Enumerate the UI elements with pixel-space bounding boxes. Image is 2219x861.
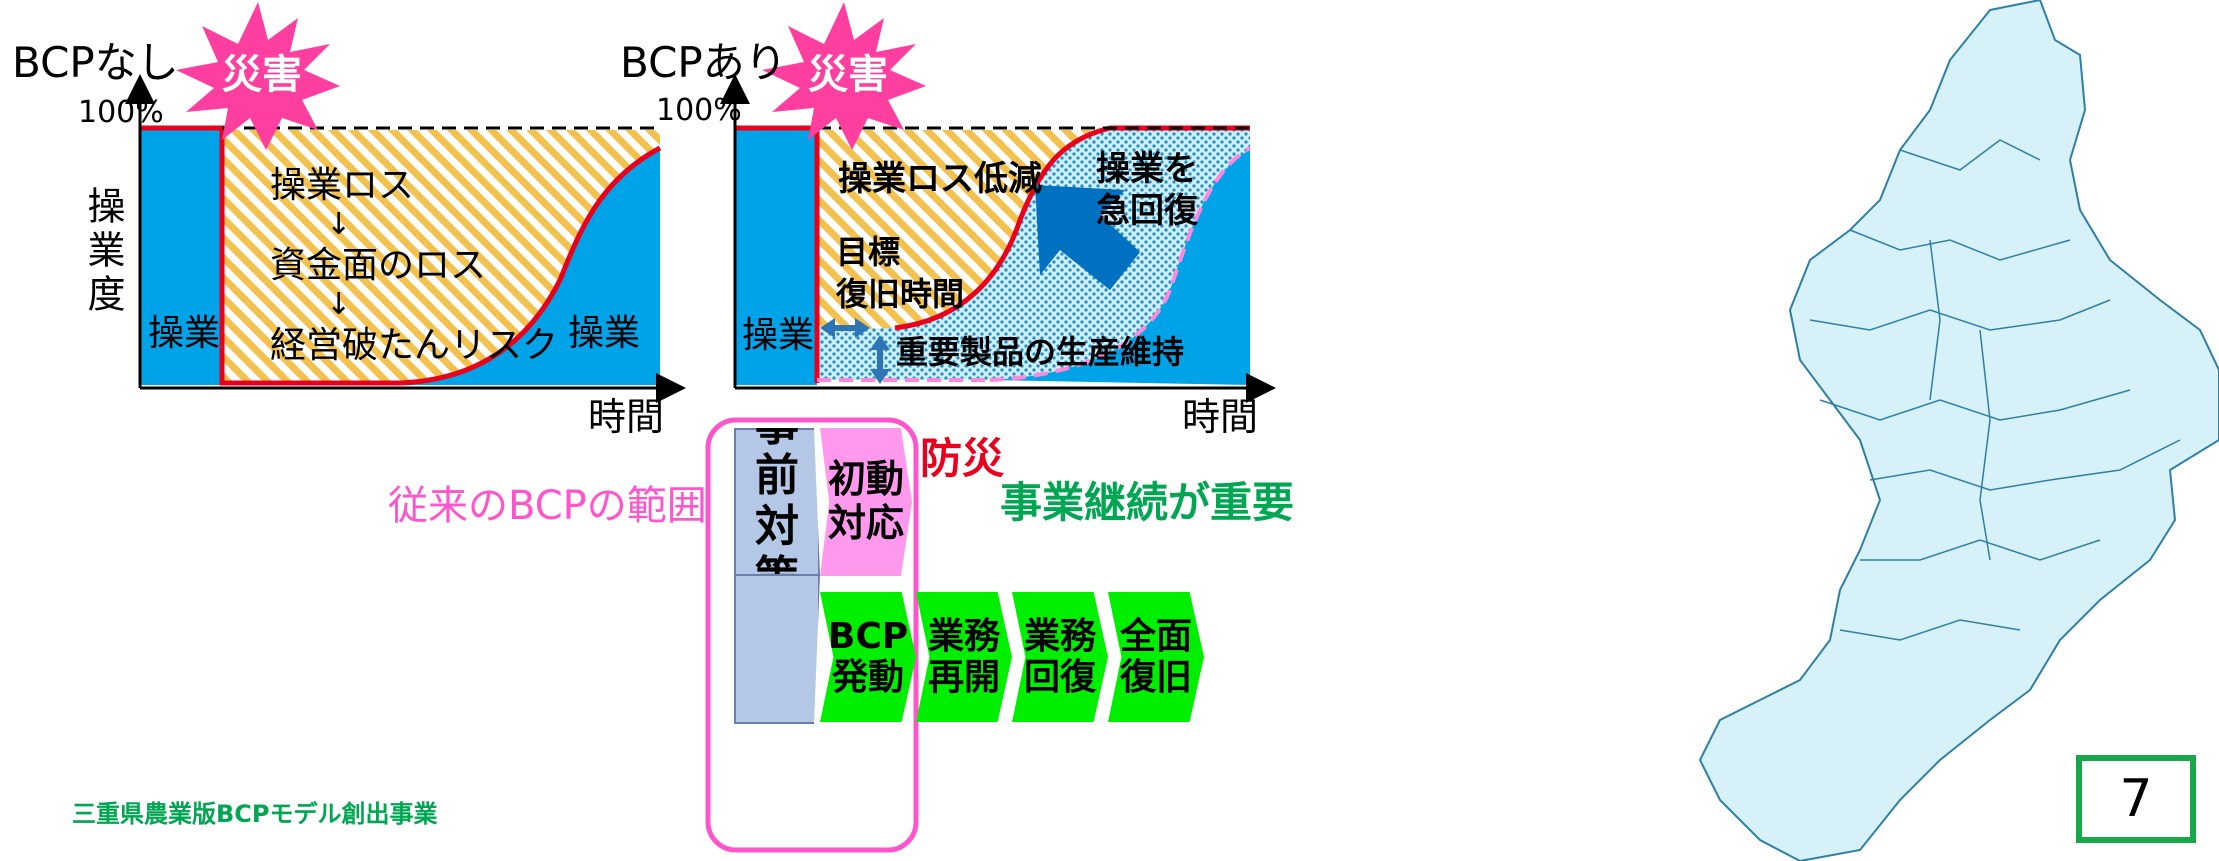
- step-4-line-1: 全面: [1119, 615, 1192, 657]
- right-x-axis-label: 時間: [1182, 395, 1259, 439]
- left-loss-area: [222, 130, 660, 385]
- rapid-label-1: 操業を: [1096, 149, 1198, 189]
- target-label-2: 復旧時間: [836, 275, 965, 313]
- left-x-axis-label: 時間: [588, 395, 665, 439]
- step-1-line-1: BCP: [827, 615, 909, 657]
- disaster-prevention-label: 防災: [920, 434, 1005, 483]
- step-4-line-2: 復旧: [1119, 657, 1192, 698]
- initial-response-block: 初動 対応: [820, 428, 912, 576]
- traditional-scope-box: [705, 417, 919, 853]
- prep-line-2: 対策: [755, 501, 799, 576]
- left-y-axis-label: 操業度: [81, 186, 125, 318]
- step-3-line-2: 回復: [1023, 657, 1096, 698]
- rapid-recovery-arrow: [1035, 185, 1140, 290]
- map-boundaries: [1809, 139, 2181, 641]
- prep-line-1: 事前: [755, 399, 799, 502]
- left-percent-label: 100%: [78, 95, 164, 130]
- right-disaster-label: 災害: [808, 52, 888, 98]
- target-time-arrow: [820, 318, 870, 338]
- left-operation-label-2: 操業: [568, 313, 641, 354]
- right-percent-label: 100%: [656, 93, 742, 128]
- initial-line-2: 対応: [827, 501, 904, 545]
- maintain-label: 重要製品の生産維持: [896, 333, 1185, 371]
- loss-line-3: 経営破たんリスク: [270, 325, 559, 366]
- step-full-restoration: 全面 復旧: [1108, 592, 1204, 722]
- right-operation-label: 操業: [742, 315, 815, 356]
- step-3-line-1: 業務: [1023, 615, 1096, 657]
- step-2-line-1: 業務: [927, 615, 1000, 657]
- left-title: BCPなし: [12, 38, 179, 87]
- right-recovery-area: [990, 150, 1250, 385]
- step-1-line-2: 発動: [831, 657, 904, 698]
- left-disaster-label: 災害: [222, 52, 302, 98]
- step-2-line-2: 再開: [927, 657, 1000, 698]
- prep-block-lower: [734, 574, 820, 724]
- left-disaster-burst: [176, 2, 340, 150]
- left-operation-label: 操業: [148, 313, 221, 354]
- loss-line-1: 操業ロス: [270, 165, 415, 206]
- loss-arrow-2: ↓: [326, 287, 352, 322]
- right-operation-block: [735, 130, 817, 385]
- initial-line-1: 初動: [827, 457, 904, 502]
- project-name: 三重県農業版BCPモデル創出事業: [72, 800, 438, 828]
- maintain-level-arrow: [870, 335, 890, 384]
- left-curve: [140, 125, 662, 386]
- prep-text-overlay: [734, 450, 820, 570]
- loss-line-2: 資金面のロス: [270, 245, 487, 286]
- right-pink-curve: [989, 146, 1251, 382]
- prefecture-map: [1698, 0, 2219, 861]
- traditional-scope-label: 従来のBCPの範囲: [388, 483, 707, 529]
- step-bcp-activation: BCP 発動: [820, 592, 916, 722]
- continuity-label: 事業継続が重要: [1000, 478, 1295, 527]
- right-title: BCPあり: [620, 38, 787, 87]
- step-business-recovery: 業務 回復: [1012, 592, 1108, 722]
- loss-arrow-1: ↓: [326, 207, 352, 242]
- page-number: 7: [2076, 755, 2196, 843]
- rapid-label-2: 急回復: [1096, 191, 1198, 231]
- right-target-curve: [894, 125, 1250, 331]
- left-chart: [125, 74, 686, 403]
- target-label-1: 目標: [836, 233, 901, 271]
- step-business-resume: 業務 再開: [916, 592, 1012, 722]
- loss-reduced-label: 操業ロス低減: [838, 159, 1042, 199]
- left-operation-block: [140, 130, 222, 385]
- right-disaster-burst: [762, 2, 926, 150]
